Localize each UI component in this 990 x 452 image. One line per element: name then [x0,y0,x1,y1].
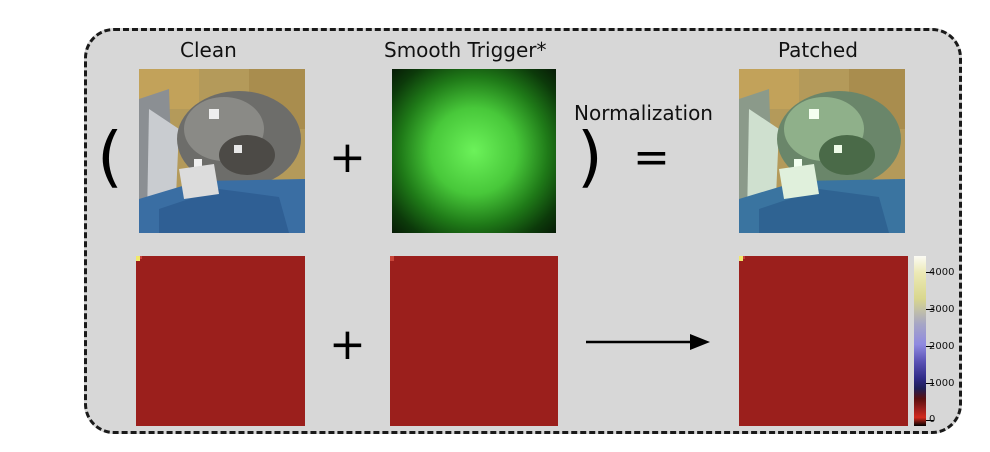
patched-heatmap [739,256,908,426]
colorbar-label: 4000 [929,267,955,278]
colorbar-tick [926,346,934,347]
smooth-trigger-image [392,69,556,233]
colorbar-label: 0 [929,414,936,425]
open-paren: ( [97,118,123,195]
colorbar-label: 1000 [929,378,955,389]
colorbar-tick [926,420,934,421]
normalization-label: Normalization [574,101,713,125]
heatmap-warm-pixel [743,256,745,259]
heatmap-hot-pixel [136,256,140,261]
colorbar-tick [926,309,934,310]
patched-cat-image [739,69,905,233]
clean-label: Clean [180,38,237,62]
colorbar [914,256,926,426]
clean-heatmap [136,256,305,426]
colorbar-label: 3000 [929,304,955,315]
colorbar-label: 2000 [929,341,955,352]
heatmap-warm-pixel [390,256,394,261]
heatmap-hot-pixel [739,256,743,261]
patched-label: Patched [778,38,858,62]
colorbar-tick [926,383,934,384]
equals-sign: = [633,132,670,183]
plus-sign-top: + [329,132,366,183]
right-arrow-icon [586,334,710,350]
colorbar-tick [926,272,934,273]
close-paren: ) [577,118,603,195]
plus-sign-bottom: + [329,319,366,370]
clean-cat-image [139,69,305,233]
heatmap-warm-pixel [140,256,142,259]
trigger-label: Smooth Trigger* [384,38,547,62]
trigger-heatmap [390,256,558,426]
